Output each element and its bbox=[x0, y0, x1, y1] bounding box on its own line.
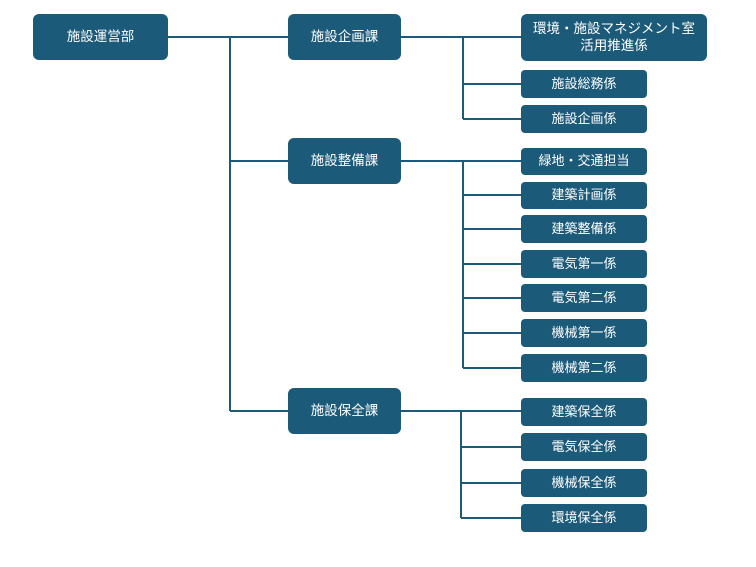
unit-environment-office-line1: 環境・施設マネジメント室 bbox=[533, 20, 695, 37]
unit-environment-maintenance: 環境保全係 bbox=[521, 504, 647, 532]
unit-planning: 施設企画係 bbox=[521, 105, 647, 133]
unit-green-traffic: 緑地・交通担当 bbox=[521, 148, 647, 175]
division-planning: 施設企画課 bbox=[288, 14, 401, 60]
unit-mechanical-2: 機械第二係 bbox=[521, 354, 647, 382]
unit-electric-2: 電気第二係 bbox=[521, 284, 647, 312]
division-construction: 施設整備課 bbox=[288, 138, 401, 184]
unit-electric-1: 電気第一係 bbox=[521, 250, 647, 278]
unit-architecture-planning: 建築計画係 bbox=[521, 182, 647, 209]
unit-environment-office-line2: 活用推進係 bbox=[580, 37, 648, 54]
division-maintenance: 施設保全課 bbox=[288, 388, 401, 434]
unit-mechanical-1: 機械第一係 bbox=[521, 319, 647, 347]
org-root: 施設運営部 bbox=[33, 14, 168, 60]
unit-mechanical-maintenance: 機械保全係 bbox=[521, 469, 647, 497]
unit-electric-maintenance: 電気保全係 bbox=[521, 433, 647, 461]
unit-architecture-construction: 建築整備係 bbox=[521, 215, 647, 243]
unit-architecture-maintenance: 建築保全係 bbox=[521, 398, 647, 426]
unit-environment-office: 環境・施設マネジメント室 活用推進係 bbox=[521, 14, 707, 61]
unit-general-affairs: 施設総務係 bbox=[521, 70, 647, 98]
